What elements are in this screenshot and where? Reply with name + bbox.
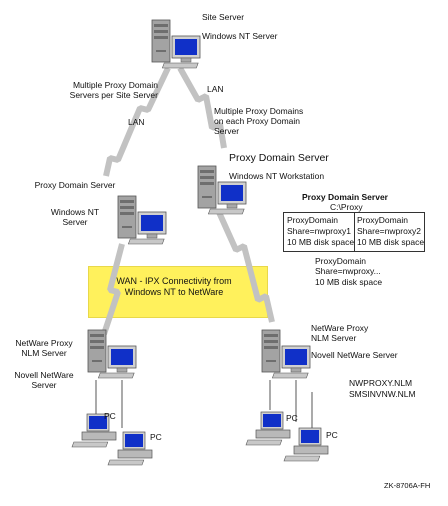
- multi-right-line1: Multiple Proxy Domains: [214, 106, 304, 116]
- netware-left-os2: Server: [31, 380, 57, 390]
- netware-right-os: Novell NetWare Server: [311, 350, 398, 360]
- pc-left-1-label: PC: [104, 411, 116, 421]
- detail-cell-1-name: ProxyDomain: [287, 215, 339, 225]
- pc-right-1: [245, 411, 291, 446]
- detail-cell-1-share: Share=nwproxy1: [287, 226, 352, 236]
- netware-right-title2: NLM Server: [311, 333, 357, 343]
- site-server-machine: [151, 19, 201, 69]
- multi-left-line2: Servers per Site Server: [69, 90, 158, 100]
- lan-left-label: LAN: [128, 117, 145, 127]
- netware-left-title1: NetWare Proxy: [15, 338, 73, 348]
- lan-link-right: [177, 66, 227, 149]
- proxy-domain-left-title: Proxy Domain Server: [34, 180, 116, 190]
- netware-left-title2: NLM Server: [21, 348, 67, 358]
- wan-link-left: [101, 243, 125, 335]
- netware-proxy-right-machine: [261, 329, 311, 379]
- proxy-domain-server-os: Windows NT Workstation: [229, 171, 325, 181]
- pc-right-2: [283, 427, 329, 462]
- detail-cell-2-space: 10 MB disk space: [357, 237, 425, 247]
- netware-right-nlm2: SMSINVNW.NLM: [349, 389, 416, 399]
- detail-subtitle: C:\Proxy: [330, 202, 363, 212]
- detail-cell-3-name: ProxyDomain: [315, 256, 367, 266]
- right-lan-cables: [269, 380, 313, 428]
- multi-left-line1: Multiple Proxy Domain: [72, 80, 158, 90]
- detail-cell-2-share: Share=nwproxy2: [357, 226, 422, 236]
- proxy-domain-left-os2: Server: [62, 217, 88, 227]
- site-server-os: Windows NT Server: [202, 31, 278, 41]
- figure-id: ZK-8706A-FH: [384, 481, 431, 490]
- netware-right-title1: NetWare Proxy: [311, 323, 369, 333]
- detail-cell-3-space: 10 MB disk space: [315, 277, 383, 287]
- multi-right-line2: on each Proxy Domain: [214, 116, 300, 126]
- proxy-domain-server-title: Proxy Domain Server: [229, 152, 329, 164]
- wan-link-right: [215, 208, 275, 323]
- detail-cell-3-share: Share=nwproxy...: [315, 266, 381, 276]
- lan-link-left: [103, 66, 171, 177]
- pc-left-2-label: PC: [150, 432, 162, 442]
- pc-right-2-label: PC: [326, 430, 338, 440]
- netware-proxy-left-machine: [87, 329, 137, 379]
- detail-cell-2-name: ProxyDomain: [357, 215, 409, 225]
- netware-right-nlm1: NWPROXY.NLM: [349, 378, 413, 388]
- multi-right-line3: Server: [214, 126, 240, 136]
- pc-right-1-label: PC: [286, 413, 298, 423]
- detail-title: Proxy Domain Server: [302, 192, 388, 202]
- detail-table: [283, 212, 425, 252]
- detail-cell-1-space: 10 MB disk space: [287, 237, 355, 247]
- proxy-domain-server-left-machine: [117, 195, 167, 245]
- wan-label: WAN - IPX Connectivity from Windows NT t…: [116, 276, 232, 297]
- site-server-title: Site Server: [202, 12, 245, 22]
- proxy-domain-left-os1: Windows NT: [50, 207, 100, 217]
- netware-left-os1: Novell NetWare: [14, 370, 74, 380]
- lan-right-label: LAN: [207, 84, 224, 94]
